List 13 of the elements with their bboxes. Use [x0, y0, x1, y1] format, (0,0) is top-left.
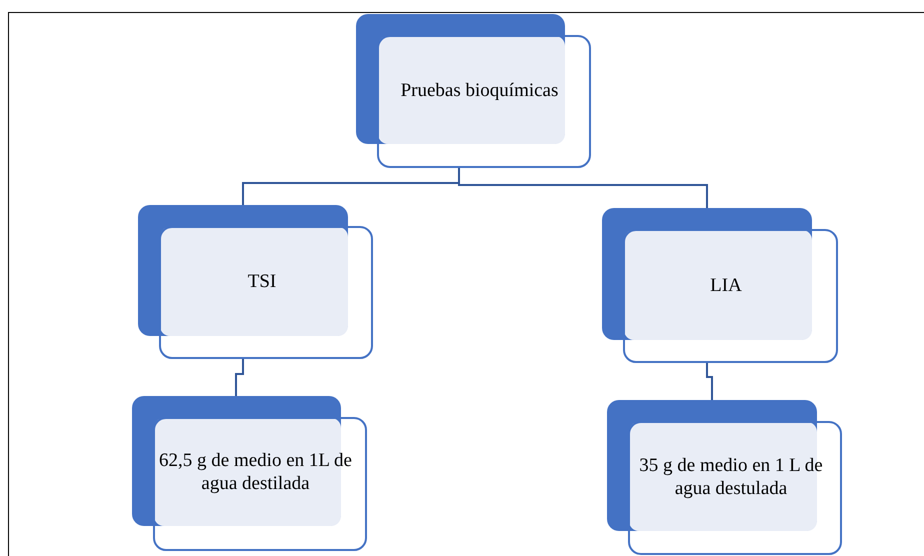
box-label: 35 g de medio en 1 L de agua destulada	[638, 454, 824, 500]
layered-box	[607, 400, 842, 555]
connector-line	[458, 168, 708, 208]
layered-box	[132, 396, 367, 551]
connector-line	[706, 363, 713, 400]
layered-box	[356, 14, 591, 168]
layered-box	[602, 208, 838, 363]
box-label: 62,5 g de medio en 1L de agua destilada	[158, 449, 353, 495]
box-label: Pruebas bioquímicas	[400, 78, 558, 102]
layered-box	[138, 205, 373, 359]
box-label: LIA	[710, 274, 742, 296]
connector-line	[235, 359, 244, 396]
box-label: TSI	[248, 270, 276, 293]
